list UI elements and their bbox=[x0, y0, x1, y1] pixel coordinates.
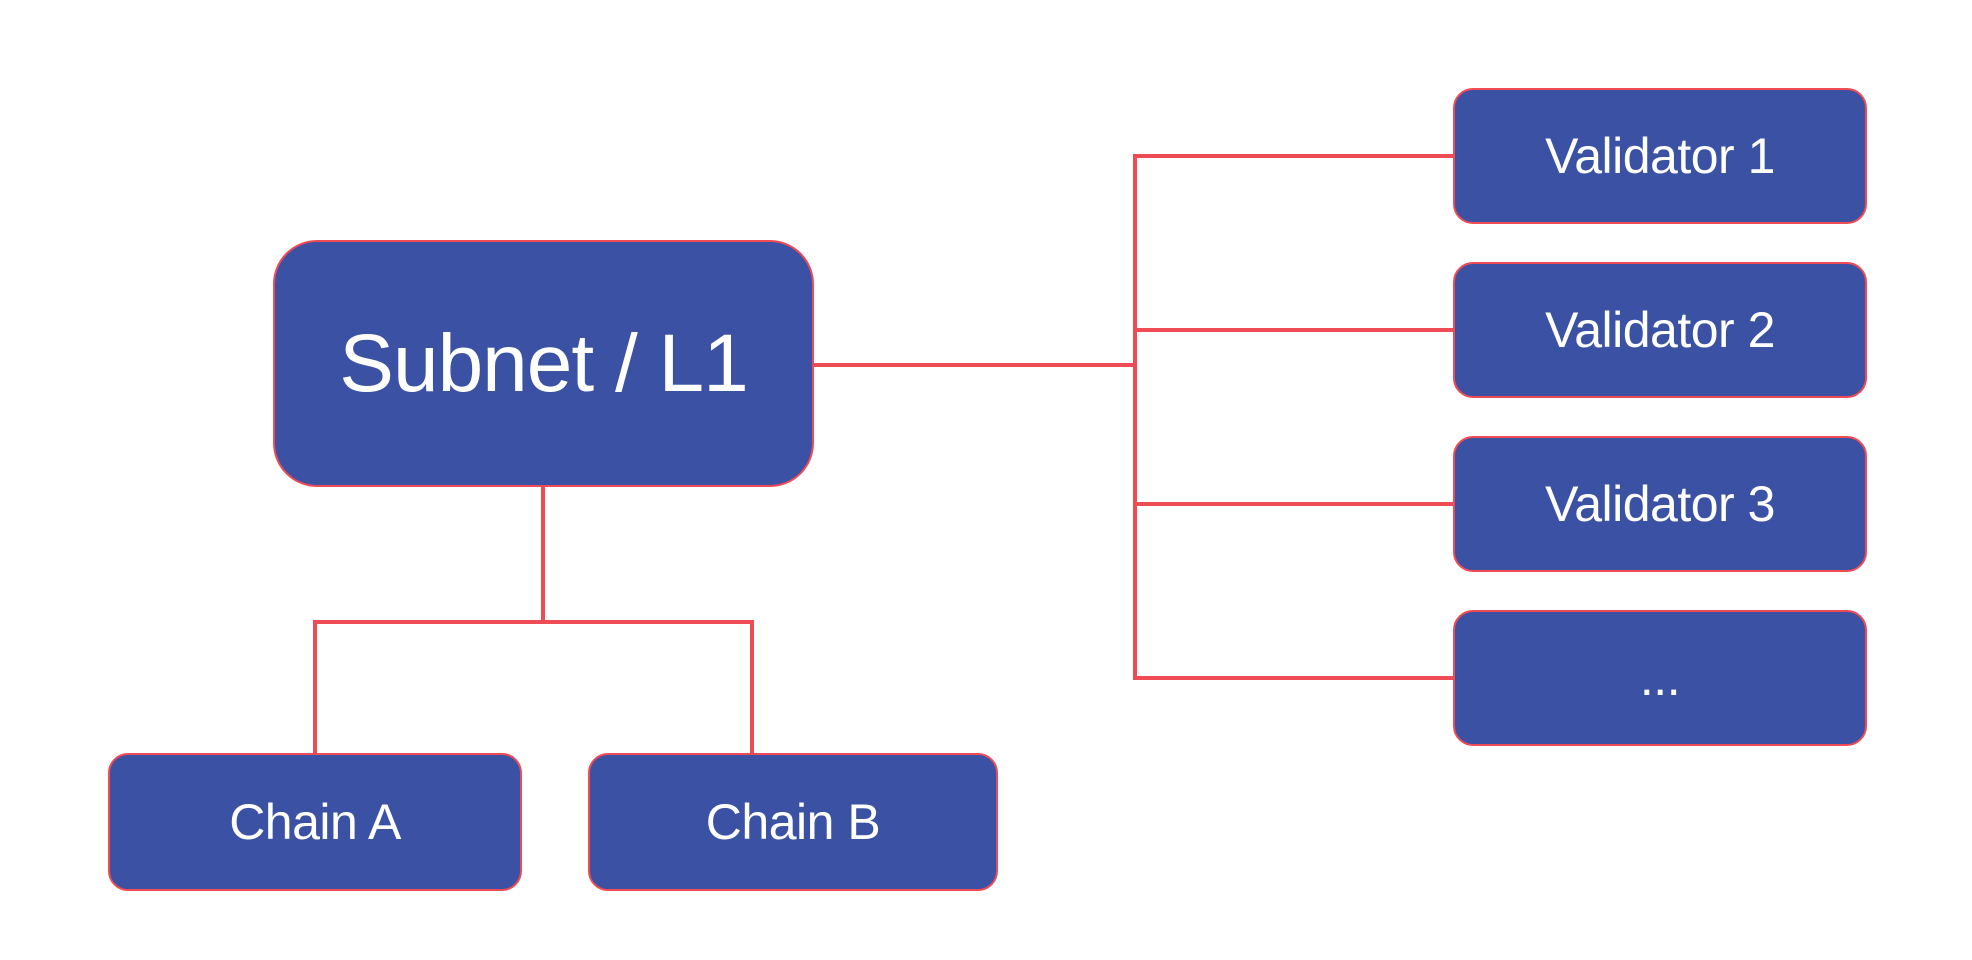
subnet-l1-node: Subnet / L1 bbox=[273, 240, 814, 487]
connector-trunk-to-validator-more bbox=[1133, 676, 1455, 680]
validator-3-node: Validator 3 bbox=[1453, 436, 1867, 572]
validator-1-node: Validator 1 bbox=[1453, 88, 1867, 224]
connector-trunk-to-validator-3 bbox=[1133, 502, 1455, 506]
connector-tbar-to-chain-b bbox=[750, 620, 754, 755]
validator-more-node: ... bbox=[1453, 610, 1867, 746]
validator-2-label: Validator 2 bbox=[1545, 302, 1775, 358]
validator-3-label: Validator 3 bbox=[1545, 476, 1775, 532]
chain-a-node: Chain A bbox=[108, 753, 522, 891]
connector-subnet-down-stub bbox=[541, 485, 545, 622]
connector-tbar-to-chain-a bbox=[313, 620, 317, 755]
validator-trunk-line bbox=[1133, 154, 1137, 680]
chain-b-node: Chain B bbox=[588, 753, 998, 891]
connector-trunk-to-validator-2 bbox=[1133, 328, 1455, 332]
connector-subnet-to-trunk bbox=[812, 363, 1135, 367]
connector-chains-tbar bbox=[313, 620, 754, 624]
validator-more-label: ... bbox=[1639, 650, 1681, 706]
validator-2-node: Validator 2 bbox=[1453, 262, 1867, 398]
validator-1-label: Validator 1 bbox=[1545, 128, 1775, 184]
subnet-l1-label: Subnet / L1 bbox=[339, 317, 748, 409]
chain-b-label: Chain B bbox=[705, 794, 881, 850]
connector-trunk-to-validator-1 bbox=[1133, 154, 1455, 158]
chain-a-label: Chain A bbox=[229, 794, 401, 850]
